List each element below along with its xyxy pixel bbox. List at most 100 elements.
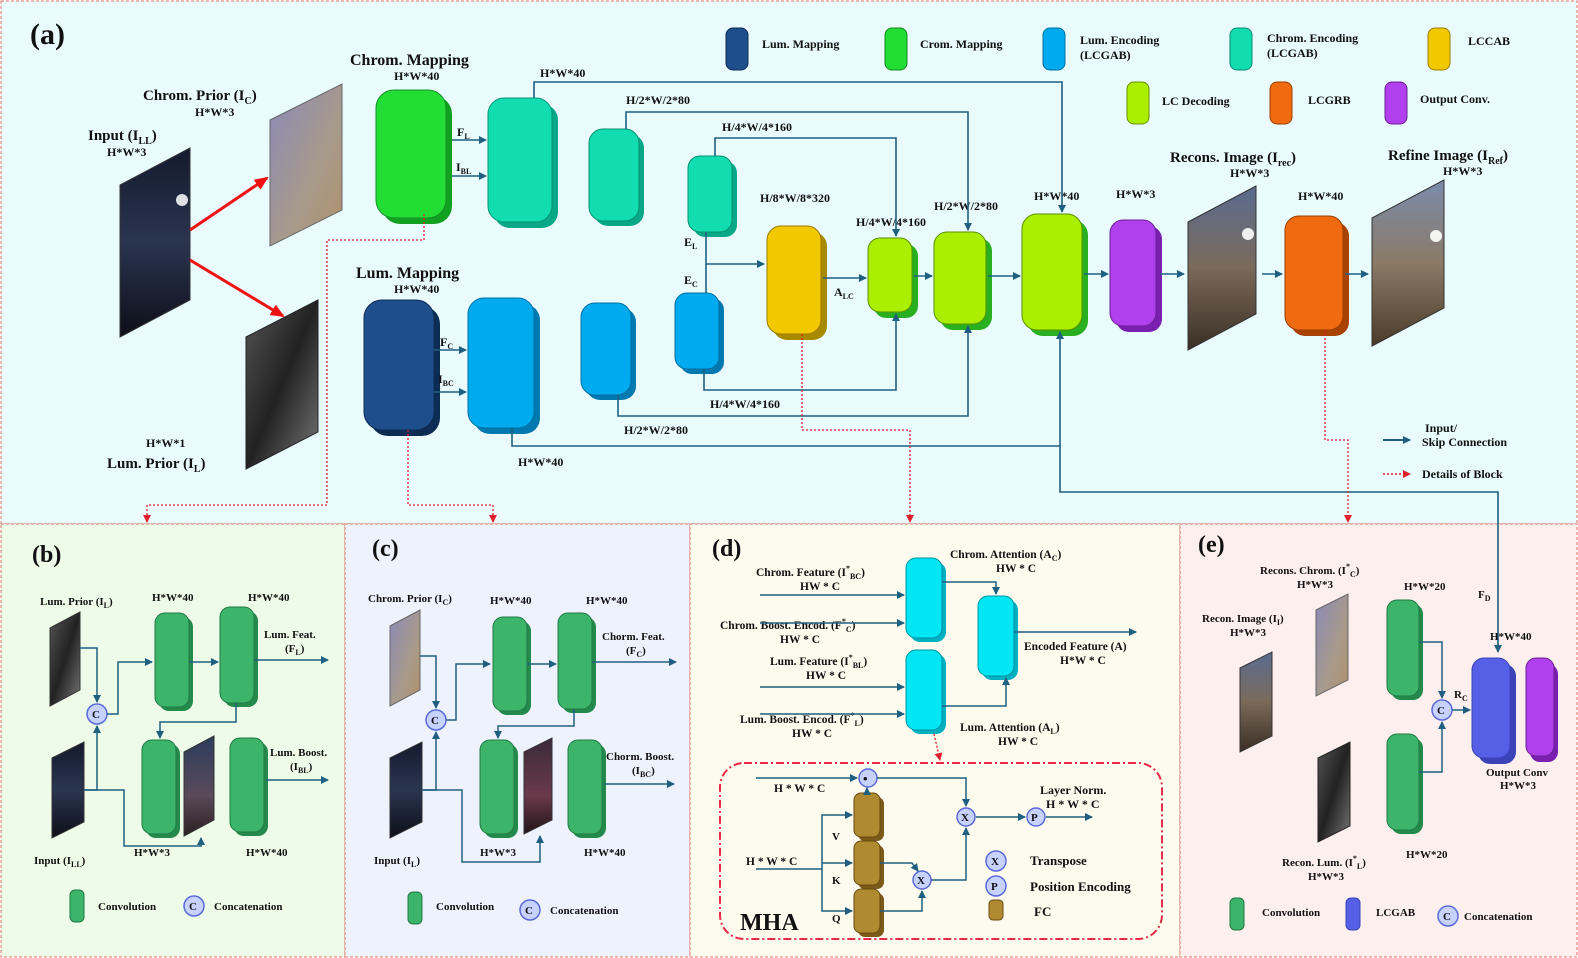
chrom-encoding-block-1	[487, 97, 558, 228]
input-dim-a: H*W*3	[107, 145, 146, 159]
d-lum-boost: Lum. Boost. Encod. (F*L)	[740, 711, 864, 728]
c-chrom-prior-image	[389, 609, 421, 707]
svg-text:C: C	[189, 901, 197, 913]
input-image-a	[119, 147, 191, 338]
red-arrow-to-chrom	[189, 176, 269, 232]
e-recon-image-img	[1239, 651, 1273, 753]
connections-a	[434, 81, 1502, 653]
panel-e: Recons. Chrom. (I*C) H*W*3 Recon. Image …	[1202, 562, 1558, 931]
c-connections	[420, 655, 677, 863]
dim-top-1: H*W*40	[540, 66, 585, 80]
e-legend-conv: Convolution	[1229, 897, 1320, 931]
e-recons-chrom-image	[1315, 593, 1349, 697]
b-input-label: Input (ILL)	[34, 855, 86, 869]
dim-bot-2: H/2*W/2*80	[624, 423, 688, 437]
p-node: P	[1026, 807, 1046, 827]
panel-b-background	[0, 523, 346, 958]
dec2-dim: H/2*W/2*80	[934, 199, 998, 213]
c-dim3: H*W*3	[480, 847, 517, 859]
c-conv-2	[557, 612, 596, 713]
lum-prior-image-a	[245, 299, 319, 470]
d-attention-block-lum	[905, 649, 946, 734]
lum-prior-dim-a: H*W*1	[146, 436, 185, 450]
b-dim4: H*W*40	[246, 847, 288, 859]
svg-text:C: C	[525, 905, 533, 917]
lcgrb-dim: H*W*40	[1298, 189, 1343, 203]
svg-text:Convolution: Convolution	[1262, 907, 1320, 919]
e-dim-top: H*W*20	[1404, 581, 1446, 593]
lccab-block	[766, 225, 827, 340]
e-fd: FD	[1478, 589, 1491, 603]
e-concat-node: C	[1431, 699, 1453, 721]
fl-label: FL	[457, 125, 470, 141]
fc-label-a: FC	[440, 335, 453, 351]
c-boost: Chorm. Boost.	[606, 751, 674, 763]
svg-text:Position Encoding: Position Encoding	[1030, 879, 1131, 894]
c-conv-1	[492, 616, 531, 715]
d-lum-feature-dim: HW * C	[806, 670, 846, 682]
panel-a-label: (a)	[30, 18, 65, 51]
lccab-dim: H/8*W/8*320	[760, 191, 830, 205]
details-arrows	[143, 214, 1352, 523]
d-chrom-attention-dim: HW * C	[996, 563, 1036, 575]
legend-a: Lum. Mapping Crom. Mapping Lum. Encoding…	[725, 27, 1510, 481]
hwc-mid: H * W * C	[746, 856, 797, 868]
x-node-2: X	[956, 807, 976, 827]
refine-dim: H*W*3	[1443, 164, 1482, 178]
e-recon-image-dim: H*W*3	[1230, 627, 1267, 639]
svg-text:P: P	[1031, 812, 1038, 824]
ibc-label-a: IBC	[438, 372, 454, 388]
c-chrom-prior-label: Chrom. Prior (IC)	[368, 593, 452, 607]
mha-connections	[756, 774, 1093, 915]
panel-d-label: (d)	[712, 536, 741, 562]
b-connections	[80, 647, 329, 847]
lum-mapping-label: Lum. Mapping	[356, 265, 459, 282]
svg-text:Output Conv.: Output Conv.	[1420, 92, 1490, 106]
b-feat2: (FL)	[285, 643, 305, 657]
e-rc: RC	[1454, 689, 1468, 703]
svg-text:Lum. Mapping: Lum. Mapping	[762, 37, 839, 51]
dim-top-3: H/4*W/4*160	[722, 120, 792, 134]
legend-lcgrb: LCGRB	[1269, 81, 1351, 125]
d-legend-fc: FC	[988, 899, 1051, 921]
chrom-prior-label-a: Chrom. Prior (IC)	[143, 88, 257, 107]
dec3-dim: H*W*40	[1034, 189, 1079, 203]
e-recon-lum: Recon. Lum. (I*L)	[1282, 854, 1366, 871]
c-input-image	[389, 741, 423, 839]
x-node-1: X	[912, 870, 932, 890]
b-dim1: H*W*40	[152, 592, 194, 604]
dim-top-2: H/2*W/2*80	[626, 93, 690, 107]
c-conv-3	[479, 739, 518, 838]
c-conv-4	[567, 739, 606, 838]
ec-label: EC	[684, 273, 698, 289]
svg-text:Concatenation: Concatenation	[550, 905, 618, 917]
svg-text:LCGRB: LCGRB	[1308, 93, 1351, 107]
d-encoded-dim: H*W * C	[1060, 655, 1106, 667]
e-output: Output Conv	[1486, 767, 1549, 779]
output-conv-block-a	[1109, 219, 1162, 332]
c-feat2: (FC)	[626, 645, 646, 659]
lcgrb-block	[1284, 215, 1349, 336]
chrom-prior-dim-a: H*W*3	[195, 105, 234, 119]
out-dim-a: H*W*3	[1116, 187, 1155, 201]
legend-lum-encoding: Lum. Encoding (LCGAB)	[1042, 27, 1159, 71]
d-attention-block-chrom	[905, 557, 946, 642]
b-concat-letter: C	[92, 709, 100, 721]
v-label: V	[832, 831, 840, 843]
b-lum-prior-label: Lum. Prior (IL)	[40, 596, 113, 610]
svg-text:LCGAB: LCGAB	[1376, 907, 1416, 919]
d-chrom-feature: Chrom. Feature (I*BC)	[756, 564, 865, 581]
e-recons-chrom-dim: H*W*3	[1297, 579, 1334, 591]
chrom-mapping-label: Chrom. Mapping	[350, 52, 469, 69]
c-legend-concat: C Concatenation	[519, 899, 618, 921]
red-arrow-to-lum	[189, 258, 285, 318]
refine-image-a	[1371, 179, 1445, 347]
svg-text:X: X	[991, 856, 999, 868]
dim-bot-1: H*W*40	[518, 455, 563, 469]
d-chrom-boost-dim: HW * C	[780, 634, 820, 646]
fc-block-q	[853, 888, 884, 937]
input-label-a: Input (ILL)	[88, 128, 157, 147]
el-label: EL	[684, 235, 697, 251]
